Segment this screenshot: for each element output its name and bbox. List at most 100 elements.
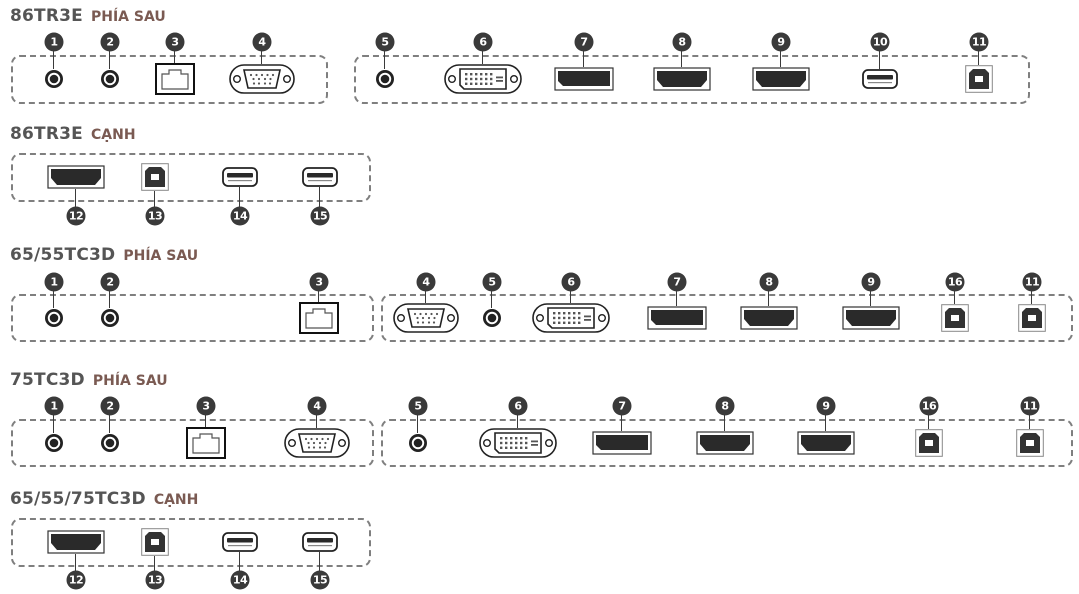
leader-line: [154, 191, 156, 207]
usb-a-port-icon: [862, 69, 898, 89]
leader-line: [583, 51, 585, 67]
usb-b-port-icon: [1016, 429, 1044, 457]
port-group-box: [11, 153, 371, 202]
leader-line: [517, 415, 519, 428]
leader-line: [978, 51, 980, 65]
usb-b-port-icon: [941, 304, 969, 332]
leader-line: [768, 291, 770, 306]
leader-line: [53, 291, 55, 308]
port-number-badge: 5: [482, 272, 502, 292]
vga-port-icon: [284, 428, 350, 458]
port-number-badge: 7: [667, 272, 687, 292]
hdmi-port-icon: [797, 431, 855, 455]
side-label: CẠNH: [91, 127, 136, 143]
port-number-badge: 11: [1022, 272, 1042, 292]
dvi-port-icon: [444, 64, 522, 94]
port-number-badge: 16: [919, 396, 939, 416]
port-number-badge: 4: [416, 272, 436, 292]
leader-line: [491, 291, 493, 308]
leader-line: [570, 291, 572, 303]
port-number-badge: 1: [44, 272, 64, 292]
hdmi-port-icon: [653, 67, 711, 91]
section-title-65-55-75tc3d-side: 65/55/75TC3D CẠNH: [10, 489, 198, 509]
leader-line: [879, 51, 881, 69]
port-number-badge: 10: [870, 32, 890, 52]
leader-line: [1029, 415, 1031, 429]
port-number-badge: 5: [408, 396, 428, 416]
port-number-badge: 6: [508, 396, 528, 416]
leader-line: [1031, 291, 1033, 304]
side-label: PHÍA SAU: [123, 248, 199, 264]
side-label: CẠNH: [153, 492, 199, 508]
port-number-badge: 2: [100, 396, 120, 416]
leader-line: [621, 415, 623, 431]
vga-port-icon: [229, 64, 295, 94]
leader-line: [928, 415, 930, 429]
port-group-box: [11, 419, 374, 467]
model-name: 65/55/75TC3D: [10, 489, 146, 509]
port-number-badge: 8: [672, 32, 692, 52]
port-number-badge: 14: [230, 206, 250, 226]
leader-line: [75, 189, 77, 207]
leader-line: [316, 415, 318, 428]
port-number-badge: 15: [310, 206, 330, 226]
usb-a-port-icon: [222, 532, 258, 552]
model-name: 65/55TC3D: [10, 245, 116, 265]
section-title-65-55tc3d-rear: 65/55TC3D PHÍA SAU: [10, 245, 198, 265]
port-number-badge: 1: [44, 32, 64, 52]
port-number-badge: 14: [230, 570, 250, 590]
leader-line: [384, 51, 386, 69]
port-number-badge: 8: [715, 396, 735, 416]
usb-a-port-icon: [302, 532, 338, 552]
audio-jack-icon: [100, 433, 120, 453]
displayport-icon: [592, 431, 652, 455]
port-group-box: [11, 294, 374, 342]
port-group-box: [354, 55, 1030, 104]
audio-jack-icon: [100, 69, 120, 89]
port-number-badge: 13: [145, 206, 165, 226]
leader-line: [425, 291, 427, 303]
hdmi-port-icon: [47, 530, 105, 554]
port-number-badge: 11: [969, 32, 989, 52]
port-number-badge: 9: [771, 32, 791, 52]
leader-line: [417, 415, 419, 433]
audio-jack-icon: [44, 433, 64, 453]
leader-line: [174, 51, 176, 63]
vga-port-icon: [393, 303, 459, 333]
port-number-badge: 4: [307, 396, 327, 416]
audio-jack-icon: [44, 69, 64, 89]
port-number-badge: 12: [66, 570, 86, 590]
leader-line: [780, 51, 782, 67]
leader-line: [75, 554, 77, 571]
port-number-badge: 9: [861, 272, 881, 292]
port-number-badge: 3: [165, 32, 185, 52]
port-number-badge: 8: [759, 272, 779, 292]
side-label: PHÍA SAU: [91, 9, 166, 25]
hdmi-port-icon: [752, 67, 810, 91]
port-number-badge: 11: [1020, 396, 1040, 416]
lan-port-icon: [299, 302, 339, 334]
port-number-badge: 9: [816, 396, 836, 416]
port-number-badge: 12: [66, 206, 86, 226]
leader-line: [825, 415, 827, 431]
leader-line: [261, 51, 263, 64]
usb-a-port-icon: [302, 167, 338, 187]
leader-line: [205, 415, 207, 427]
port-group-box: [381, 294, 1073, 342]
port-number-badge: 2: [100, 272, 120, 292]
displayport-icon: [554, 67, 614, 91]
leader-line: [109, 291, 111, 308]
model-name: 86TR3E: [10, 6, 83, 26]
audio-jack-icon: [375, 69, 395, 89]
leader-line: [954, 291, 956, 304]
port-number-badge: 3: [196, 396, 216, 416]
leader-line: [318, 291, 320, 302]
model-name: 75TC3D: [10, 370, 85, 390]
leader-line: [239, 552, 241, 571]
audio-jack-icon: [408, 433, 428, 453]
leader-line: [53, 415, 55, 433]
displayport-icon: [647, 306, 707, 330]
port-number-badge: 13: [145, 570, 165, 590]
leader-line: [109, 51, 111, 69]
usb-a-port-icon: [222, 167, 258, 187]
